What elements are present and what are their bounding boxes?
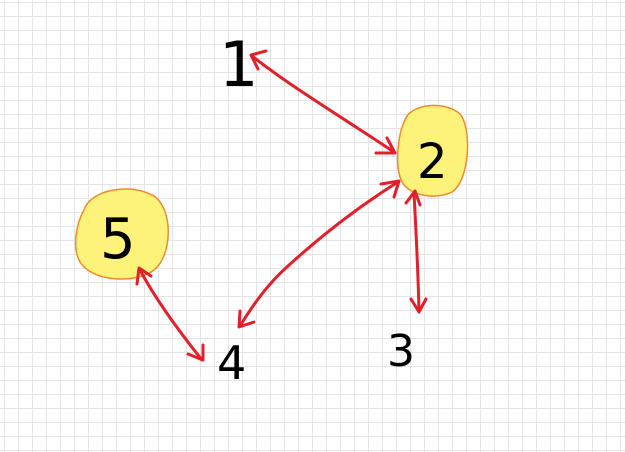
arrowhead-4-end-b [186, 343, 205, 362]
node-label-4: 4 [217, 336, 247, 390]
node-label-3: 3 [387, 326, 415, 377]
node-label-5: 5 [100, 207, 136, 272]
highlight-node-5 [74, 188, 169, 280]
highlight-blob-5 [74, 188, 169, 280]
edge-2-3 [404, 189, 428, 314]
edge-line-1-2 [250, 54, 396, 154]
arrowhead-1-end [249, 49, 268, 71]
arrowhead-2-end-c [379, 179, 401, 199]
edge-line-4-5 [138, 268, 204, 362]
arrowhead-2-end-a [374, 136, 397, 155]
highlight-blob-2 [396, 104, 469, 197]
highlight-node-2 [396, 104, 469, 197]
edge-line-2-3 [412, 191, 421, 313]
edge-1-2 [249, 49, 397, 155]
arrowhead-3-end [409, 297, 428, 314]
edge-line-2-4 [238, 180, 400, 328]
node-label-1: 1 [219, 28, 259, 101]
arrowhead-5-end [135, 266, 153, 286]
arrowhead-4-end-a [237, 309, 256, 329]
edge-2-4 [237, 179, 401, 329]
edge-4-5 [135, 266, 205, 362]
arrowhead-2-end-b [404, 189, 422, 207]
node-label-2: 2 [417, 134, 448, 190]
